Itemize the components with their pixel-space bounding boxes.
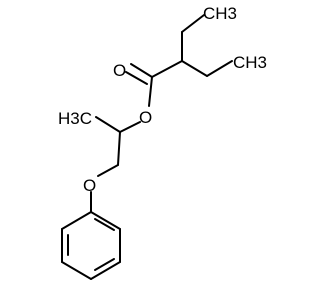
ring-double-2	[94, 258, 115, 271]
ring-bond-3	[90, 261, 121, 280]
bond-c2-c4	[181, 60, 208, 77]
bond-c1-o-double-b	[125, 71, 148, 85]
ch3-top-label: CH3	[203, 4, 237, 23]
bond-c1-oester	[148, 76, 153, 107]
bond-cmethine-ch2	[117, 131, 121, 166]
bond-c3-ch3top	[181, 14, 205, 33]
o-ester-label: O	[139, 108, 152, 127]
molecule-svg: CH3 CH3 O O H3C O	[58, 4, 267, 280]
ch3-right-label: CH3	[233, 53, 267, 72]
ring-double-1	[94, 218, 115, 231]
bond-c4-ch3right	[206, 60, 233, 77]
bond-c1-o-double-a	[130, 63, 153, 78]
structure-diagram: CH3 CH3 O O H3C O	[58, 4, 267, 280]
o-ether-label: O	[83, 176, 96, 195]
ring-bond-6	[61, 211, 92, 230]
h3c-left-label: H3C	[58, 109, 92, 128]
bond-oester-cmethine	[119, 121, 141, 133]
o-carbonyl-label: O	[113, 61, 126, 80]
ring-bond-4	[61, 261, 92, 280]
bond-cmethine-ch3	[95, 116, 121, 133]
bond-c1-c2	[151, 60, 183, 78]
ring-bond-1	[90, 211, 121, 230]
bond-ch2-oether	[97, 164, 119, 177]
